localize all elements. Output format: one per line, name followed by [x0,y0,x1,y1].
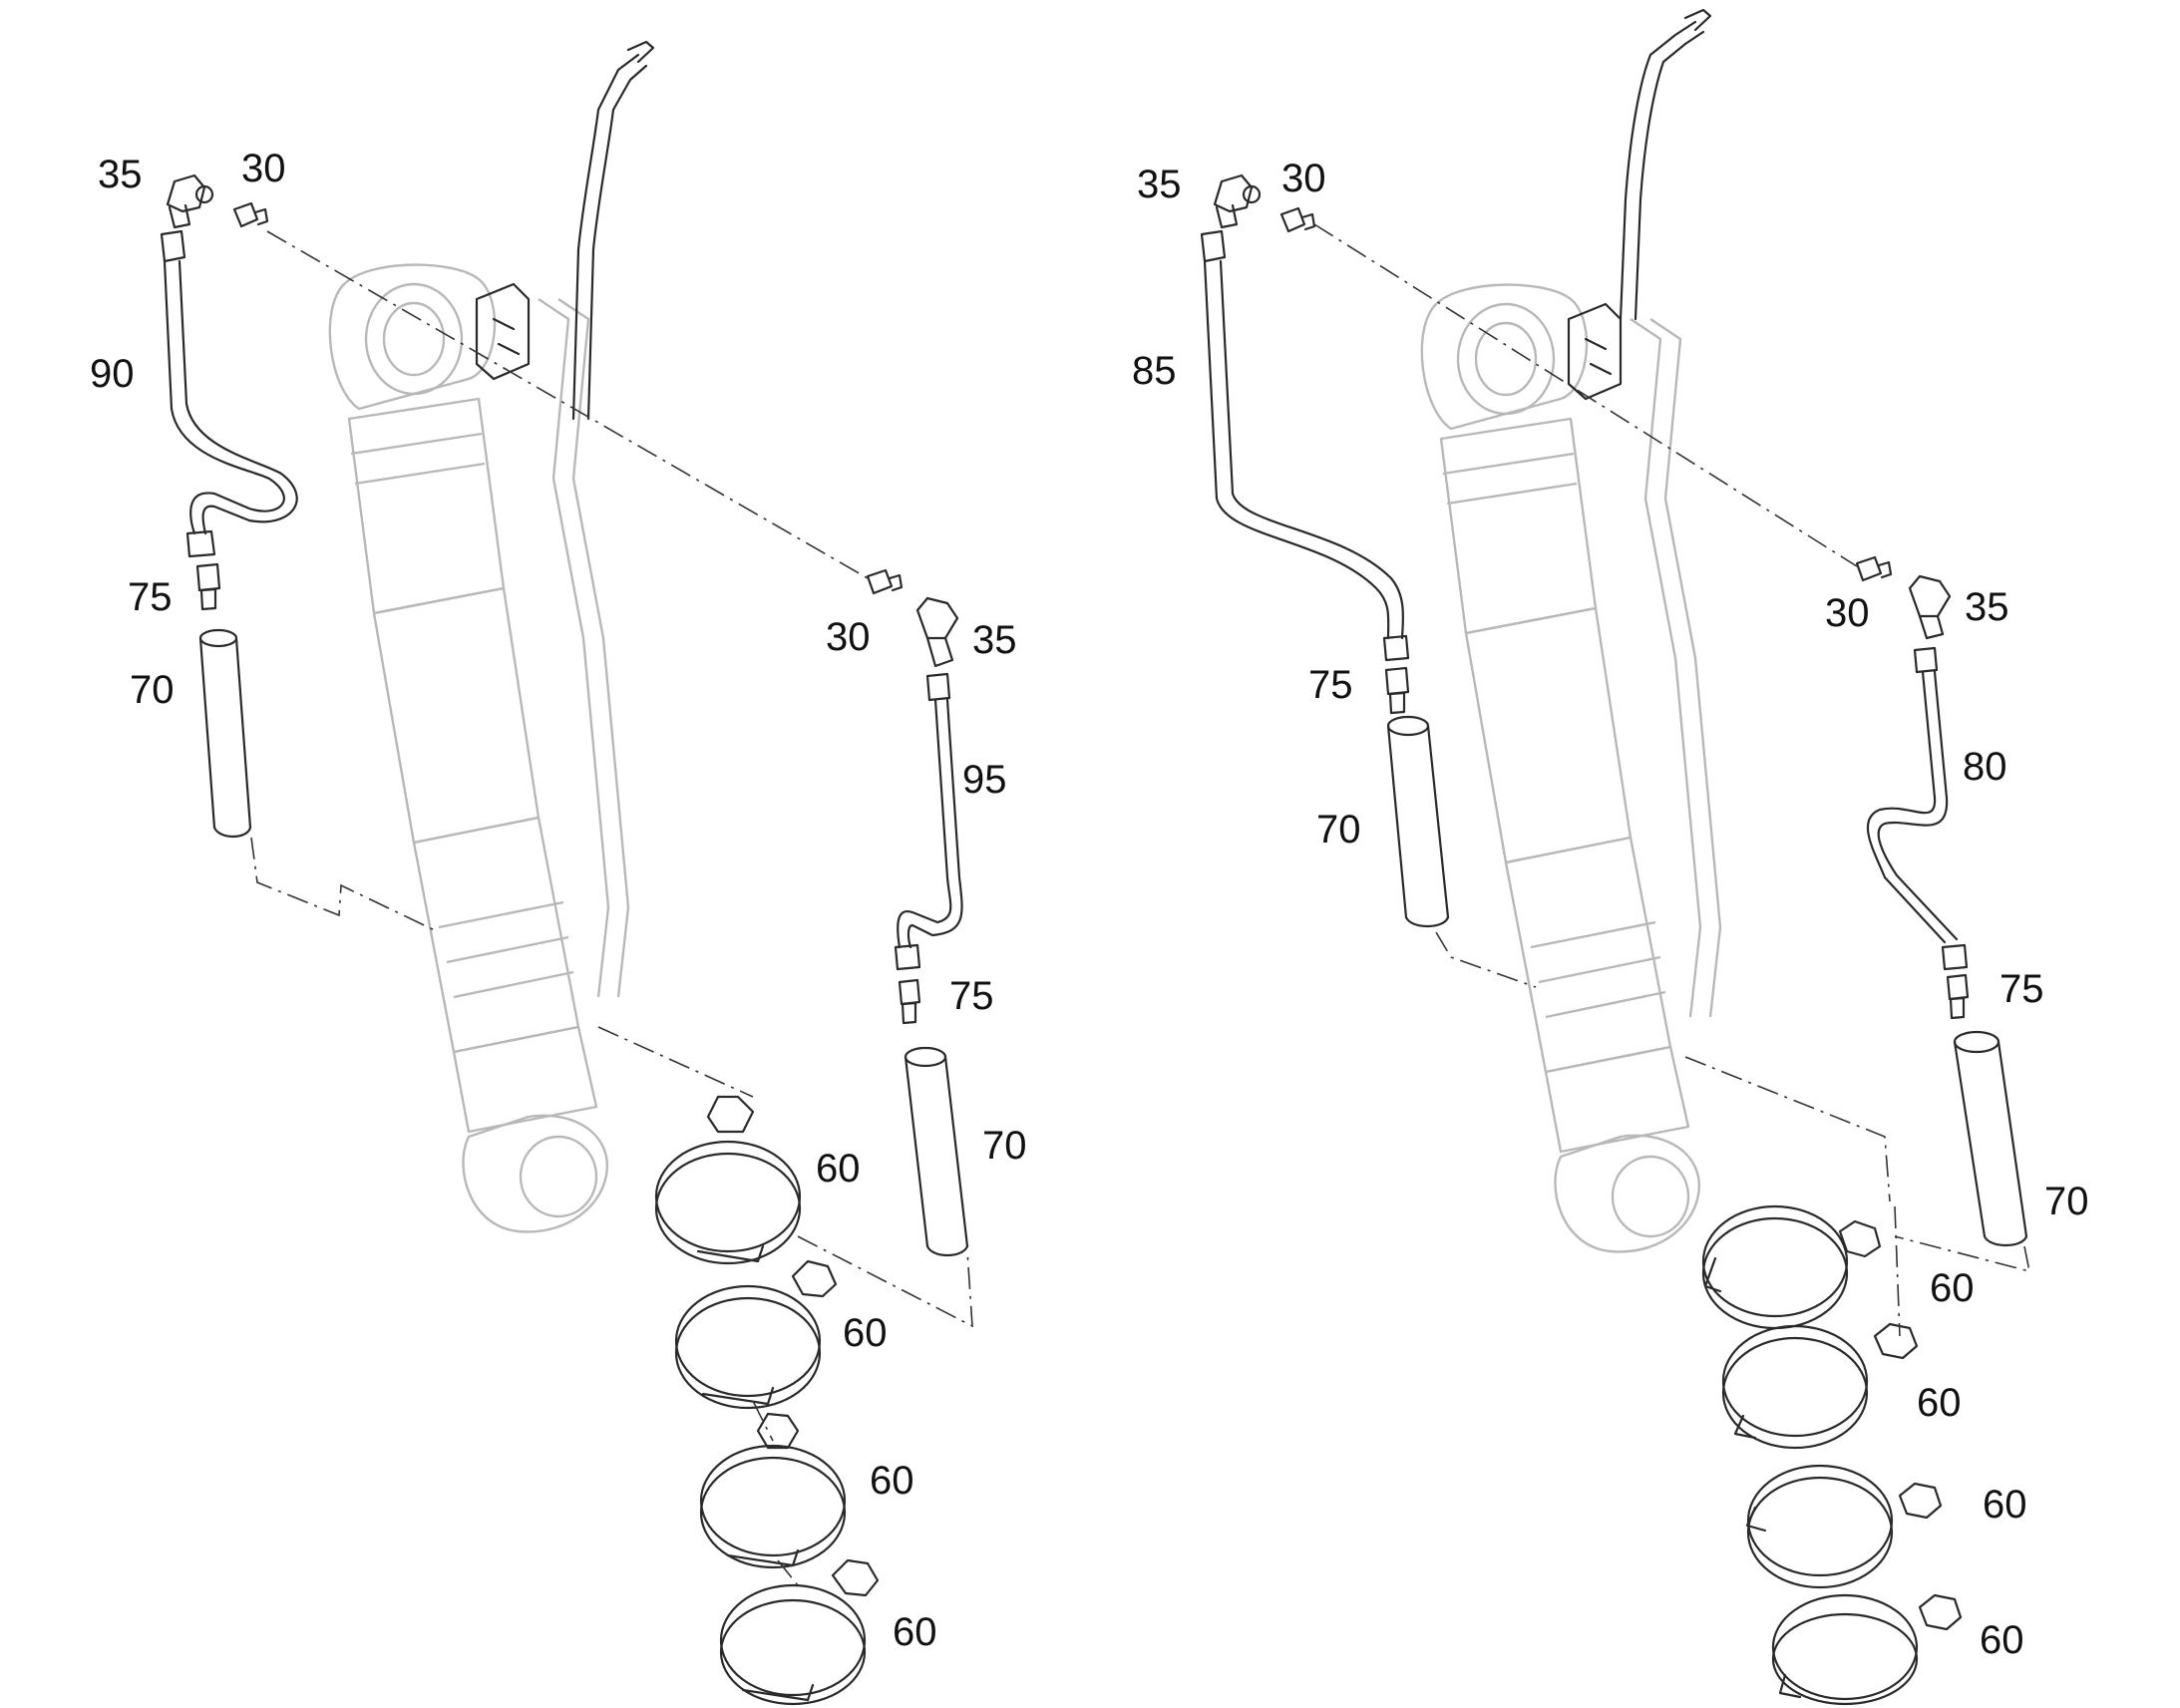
right-hose-80 [1866,646,1969,971]
callout-70: 70 [2044,1180,2089,1223]
left-adapter-75-b [898,978,921,1025]
callout-90: 90 [90,352,135,396]
left-fitting-35-top [166,173,214,229]
callout-35: 35 [1965,585,2009,629]
callout-75: 75 [1308,663,1353,707]
callout-60: 60 [1983,1483,2027,1527]
left-fitting-30-mid [866,568,904,595]
callout-30: 30 [826,615,871,659]
callout-60: 60 [1917,1381,1962,1425]
callout-60: 60 [1980,1618,2024,1662]
left-clamp-60-d [719,1558,880,1706]
left-valve-block [475,40,655,421]
left-clamp-60-c [699,1412,847,1569]
left-hose-95 [894,672,963,971]
right-sleeve-70-a [1386,715,1450,928]
callout-60: 60 [843,1311,888,1355]
left-fitting-35-mid [915,596,959,668]
callout-70: 70 [982,1124,1027,1168]
callout-30: 30 [1825,591,1870,635]
right-clamp-60-d [1771,1593,1963,1706]
right-fitting-35-top [1213,173,1262,229]
callout-70: 70 [1316,808,1361,852]
right-sleeve-70-b [1953,1030,2028,1247]
callout-60: 60 [893,1610,937,1654]
right-fitting-30-mid [1855,555,1893,582]
right-hydraulic-cylinder [1420,283,1722,1253]
right-centerlines [1313,223,2031,1337]
right-fitting-35-mid [1908,574,1952,640]
left-hose-90 [160,229,298,558]
callout-85: 85 [1132,349,1177,393]
callout-35: 35 [1137,163,1182,206]
right-clamp-60-a [1701,1204,1882,1330]
callout-60: 60 [870,1459,914,1503]
right-fitting-30-top [1279,206,1316,233]
left-assembly: 35 30 90 75 70 30 35 95 75 70 60 60 60 6… [90,40,1027,1706]
right-adapter-75-b [1946,973,1970,1020]
left-clamp-60-b [674,1259,838,1410]
left-sleeve-70-b [904,1046,969,1257]
callout-35: 35 [972,618,1017,662]
left-centerlines [250,230,973,1586]
callout-80: 80 [1963,745,2007,789]
callout-70: 70 [130,668,175,712]
callout-60: 60 [1930,1266,1975,1310]
right-clamp-60-c [1745,1464,1943,1589]
left-hydraulic-cylinder [328,263,630,1233]
left-adapter-75-a [195,562,221,611]
right-assembly: 35 30 85 75 70 30 35 80 75 70 60 60 60 6… [1132,8,2089,1706]
callout-75: 75 [949,974,994,1018]
callout-30: 30 [241,147,286,190]
right-hose-85 [1200,229,1410,662]
callout-75: 75 [1999,967,2044,1011]
callout-30: 30 [1281,157,1326,200]
callout-75: 75 [128,575,173,619]
callout-60: 60 [816,1147,861,1191]
left-sleeve-70-a [198,628,252,839]
left-clamp-60-a [654,1095,802,1265]
right-clamp-60-b [1721,1322,1919,1450]
right-valve-block [1567,8,1712,401]
right-adapter-75-a [1384,666,1410,715]
callout-95: 95 [962,758,1007,802]
left-fitting-30-top [232,201,269,228]
callout-35: 35 [98,153,143,196]
